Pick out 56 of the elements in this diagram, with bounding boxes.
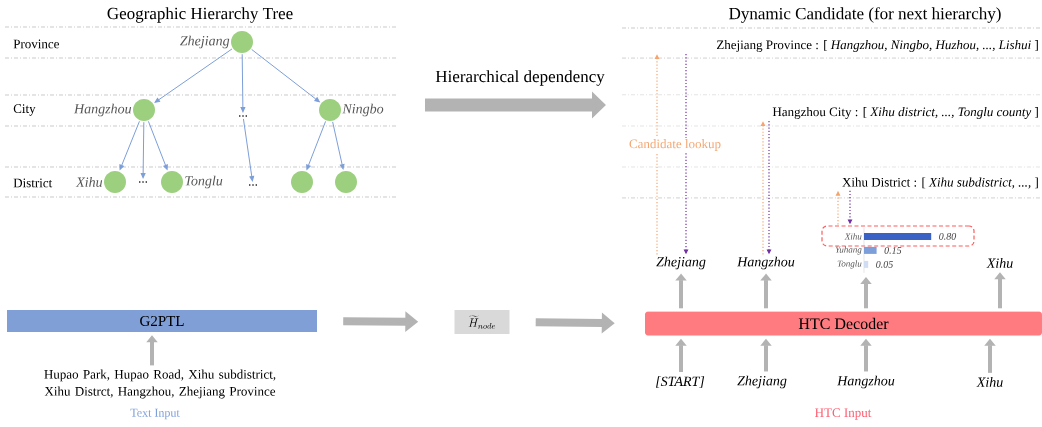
input-text: Hupao Park, Hupao Road, Xihu subdistrict, Xihu Distrct, Hangzhou, Zhejiang Province <box>44 369 276 399</box>
tree-node <box>104 171 126 193</box>
place-label: Zhejiang <box>180 35 230 49</box>
arrow <box>140 121 146 179</box>
y-tick-label: Yuhang <box>835 246 862 255</box>
tree-node <box>335 171 357 193</box>
data-label: 0.05 <box>876 261 893 268</box>
edge-label: Candidate lookup <box>627 138 723 152</box>
encoder-bar: G2PTL <box>7 310 317 332</box>
caption: HTC Input <box>815 408 872 420</box>
level-label: City <box>13 104 36 116</box>
arrow <box>154 48 233 103</box>
place-label: Hangzhou <box>73 103 132 117</box>
input-token: Xihu <box>976 377 1003 387</box>
tree-node <box>319 99 341 121</box>
arrow <box>654 54 660 256</box>
highlight-box <box>821 225 975 247</box>
arrow-caption: Hierarchical dependency <box>435 70 605 86</box>
output-token: Zhejiang <box>656 256 706 270</box>
arrow <box>251 48 320 103</box>
arrow <box>242 118 255 182</box>
arrow <box>760 121 766 256</box>
data-label: 0.15 <box>884 247 902 254</box>
decoder-bar: HTC Decoder <box>645 311 1042 336</box>
candidate-list: Xihu District : [ Xihu subdistrict, ..., ] <box>842 177 1038 189</box>
tree-node <box>231 31 253 53</box>
level-label: District <box>13 178 53 188</box>
level-label: Province <box>13 39 59 49</box>
ellipsis: ... <box>139 181 148 183</box>
place-label: Ningbo <box>342 103 384 117</box>
arrow <box>147 120 168 170</box>
output-token: Xihu <box>986 258 1013 268</box>
panel-title: Geographic Hierarchy Tree <box>107 7 293 23</box>
tree-node <box>133 99 155 121</box>
ellipsis: ... <box>239 115 248 117</box>
candidate-list: Hangzhou City : [ Xihu district, ..., Tonglu county ] <box>772 107 1038 119</box>
tree-node <box>291 171 313 193</box>
tree-node <box>161 171 183 193</box>
panel-title: Dynamic Candidate (for next hierarchy) <box>729 7 1001 23</box>
y-tick-label: Tonglu <box>837 260 862 269</box>
caption: Text Input <box>130 408 180 420</box>
input-token: Zhejiang <box>737 375 787 389</box>
embedding-box: $\widetilde{H}_{node}$ <box>454 310 510 334</box>
input-token: Hangzhou <box>837 375 895 389</box>
output-token: Hangzhou <box>737 256 795 270</box>
place-label: Tonglu <box>185 175 223 189</box>
y-tick-label: Xihu <box>844 233 862 240</box>
arrow <box>332 121 345 170</box>
candidate-list: Zhejiang Province : [ Hangzhou, Ningbo, Huzhou, ..., Lishui ] <box>716 40 1038 52</box>
data-label: 0.80 <box>939 233 957 240</box>
place-label: Xihu <box>75 177 103 187</box>
arrow <box>306 120 327 170</box>
input-token: [START] <box>656 376 705 388</box>
arrow <box>119 120 140 170</box>
arrow <box>240 53 246 113</box>
ellipsis: ... <box>249 184 258 186</box>
